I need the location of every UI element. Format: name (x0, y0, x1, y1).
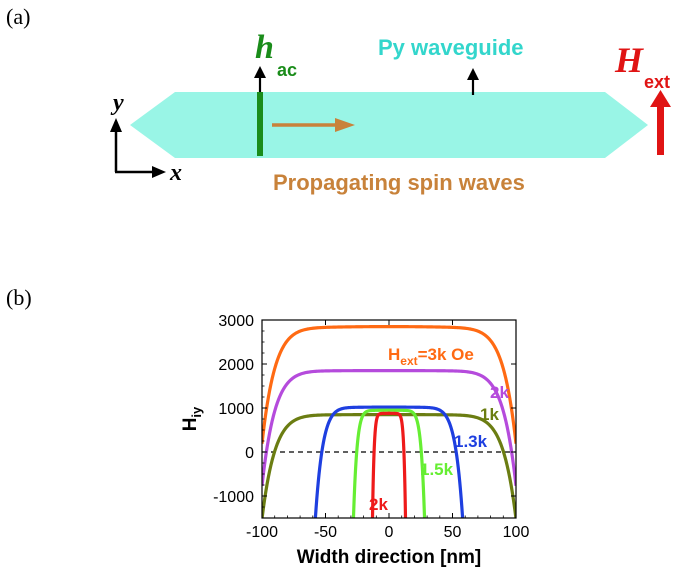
hac-arrow-head (254, 66, 266, 78)
x-axis-label: Width direction [nm] (297, 547, 482, 568)
curve-label-0: Hext=3k Oe (388, 345, 474, 368)
x-tick-label: 0 (385, 524, 394, 541)
y-tick-label: 1000 (218, 401, 254, 418)
curve-label-3: 1.3k (454, 432, 488, 451)
series-line-5 (370, 411, 408, 518)
ticks: -100 -50 0 50 100 -1000 0 1000 2000 3000 (213, 313, 529, 541)
hext-arrow-head (650, 90, 671, 107)
axis-y-head (110, 118, 122, 132)
curves (262, 325, 516, 518)
hext-arrow (657, 103, 664, 155)
propagating-label: Propagating spin waves (273, 170, 525, 195)
curve-label-4: 1.5k (420, 460, 454, 479)
x-tick-label: -100 (246, 524, 278, 541)
propagation-arrow-head (335, 118, 355, 132)
waveguide-arrow-head (467, 68, 479, 80)
series-line-3 (313, 405, 465, 518)
curve-label-sub: ext (400, 354, 417, 368)
axis-x-label: x (169, 160, 182, 186)
hac-subscript: ac (277, 60, 297, 80)
hext-symbol: H (614, 40, 644, 80)
x-tick-label: 100 (503, 524, 530, 541)
waveguide-label: Py waveguide (378, 35, 524, 60)
panel-a-label: (a) (6, 4, 30, 29)
series-line-2 (262, 413, 516, 518)
axis-y-label: y (110, 90, 124, 116)
y-tick-label: -1000 (213, 489, 254, 506)
field-profile-chart: -100 -50 0 50 100 -1000 0 1000 2000 3000 Hext=3k … (180, 313, 529, 568)
y-tick-label: 0 (245, 445, 254, 462)
y-tick-label: 3000 (218, 313, 254, 330)
y-axis-label-sub: iy (189, 406, 204, 418)
antenna-bar (257, 92, 263, 156)
series-line-4 (351, 408, 427, 518)
hext-subscript: ext (644, 72, 670, 92)
series-line-0 (262, 325, 516, 444)
curve-label-rest: =3k Oe (418, 345, 474, 364)
series-line-1 (262, 369, 516, 486)
hac-symbol: h (255, 29, 274, 66)
x-tick-label: 50 (444, 524, 462, 541)
y-axis-label-main: H (180, 418, 201, 432)
curve-label-2: 1k (480, 405, 499, 424)
curve-label-1: 2k (490, 383, 509, 402)
x-tick-label: -50 (314, 524, 337, 541)
y-axis-label: Hiy (180, 406, 204, 431)
curve-label-prefix: H (388, 345, 400, 364)
annotations: Hext=3k Oe 2k 1k 1.3k1.5k 2k (369, 345, 509, 514)
waveguide-shape (130, 92, 648, 158)
curve-label-5: 2k (369, 495, 388, 514)
panel-b-label: (b) (6, 285, 32, 310)
y-tick-label: 2000 (218, 357, 254, 374)
axis-x-head (152, 166, 166, 178)
